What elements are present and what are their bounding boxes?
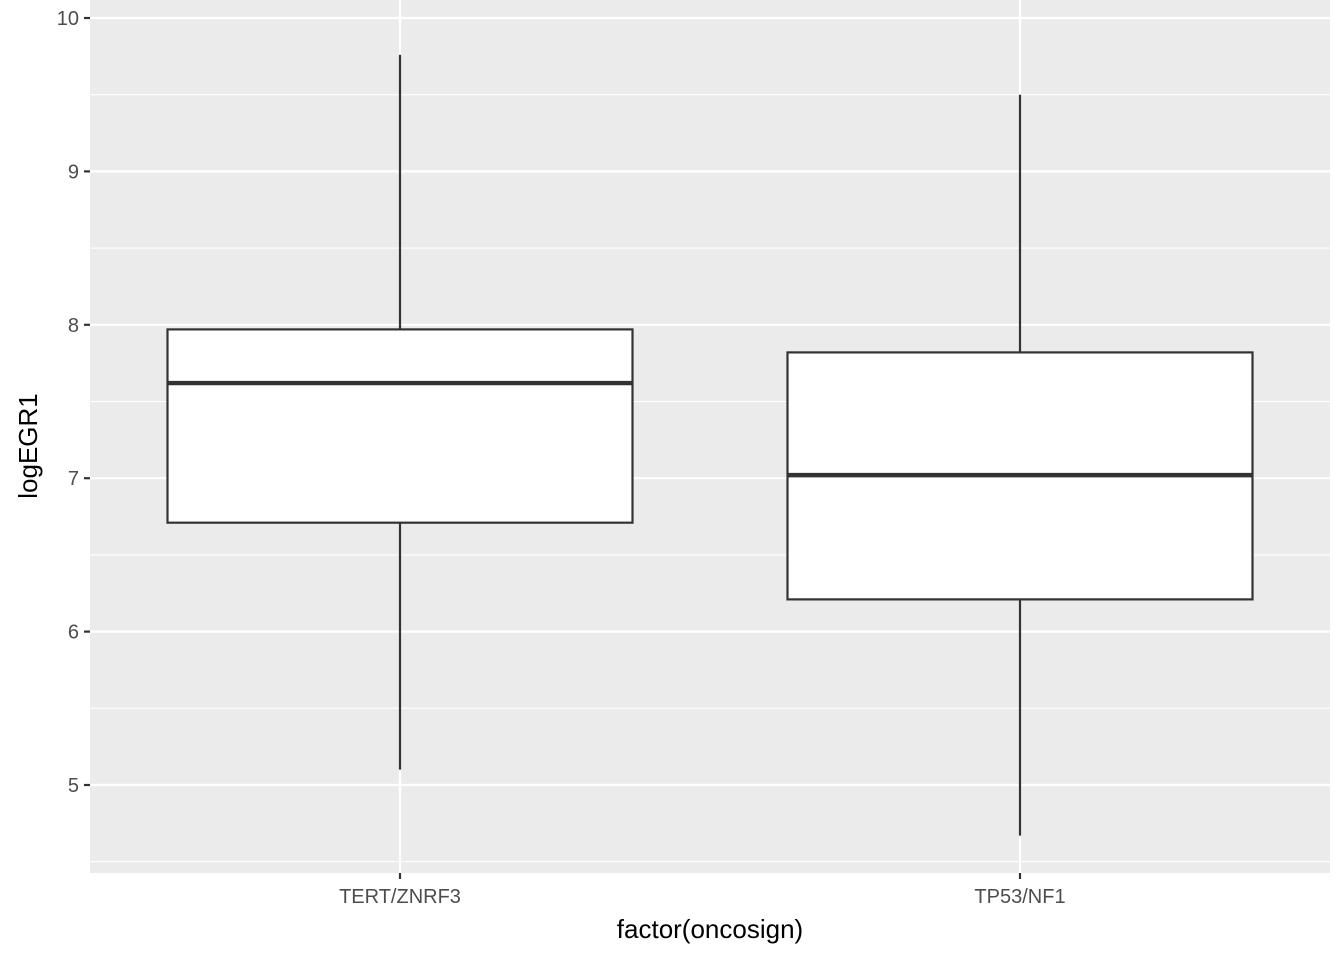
y-tick-label: 6	[68, 622, 79, 644]
box-tp53-nf1	[786, 94, 1254, 836]
y-tick-label: 9	[68, 161, 79, 183]
boxes	[166, 54, 1254, 836]
x-axis: TERT/ZNRF3 TP53/NF1	[339, 873, 1066, 908]
x-tick-label: TERT/ZNRF3	[339, 886, 461, 908]
box-tert-znrf3	[166, 54, 634, 770]
box-iqr	[166, 328, 634, 524]
y-tick-label: 7	[68, 468, 79, 490]
y-tick-label: 10	[57, 8, 79, 30]
x-tick-label: TP53/NF1	[974, 886, 1065, 908]
y-axis-title: logEGR1	[13, 393, 43, 499]
y-tick-label: 5	[68, 775, 79, 797]
y-tick-label: 8	[68, 315, 79, 337]
y-axis: 5 6 7 8 9 10	[57, 8, 90, 797]
x-axis-title: factor(oncosign)	[617, 914, 803, 944]
